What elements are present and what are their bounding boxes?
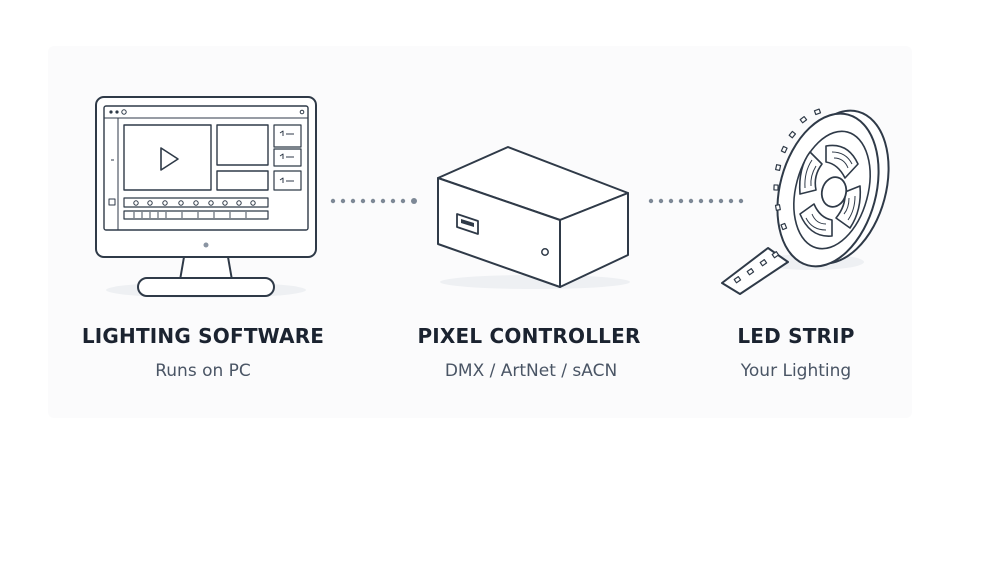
connector-controller-to-strip xyxy=(648,198,744,204)
led-reel-icon xyxy=(721,108,890,295)
node-subtitle-controller: DMX / ArtNet / sACN xyxy=(444,361,618,381)
node-title-strip: LED STRIP xyxy=(737,324,855,348)
node-subtitle-software: Runs on PC xyxy=(155,361,251,381)
controller-box-icon xyxy=(437,146,630,289)
node-title-controller: PIXEL CONTROLLER xyxy=(417,324,641,348)
node-title-software: LIGHTING SOFTWARE xyxy=(81,324,325,348)
connector-software-to-controller xyxy=(330,198,417,204)
monitor-icon xyxy=(95,96,317,298)
node-subtitle-strip: Your Lighting xyxy=(740,361,852,381)
